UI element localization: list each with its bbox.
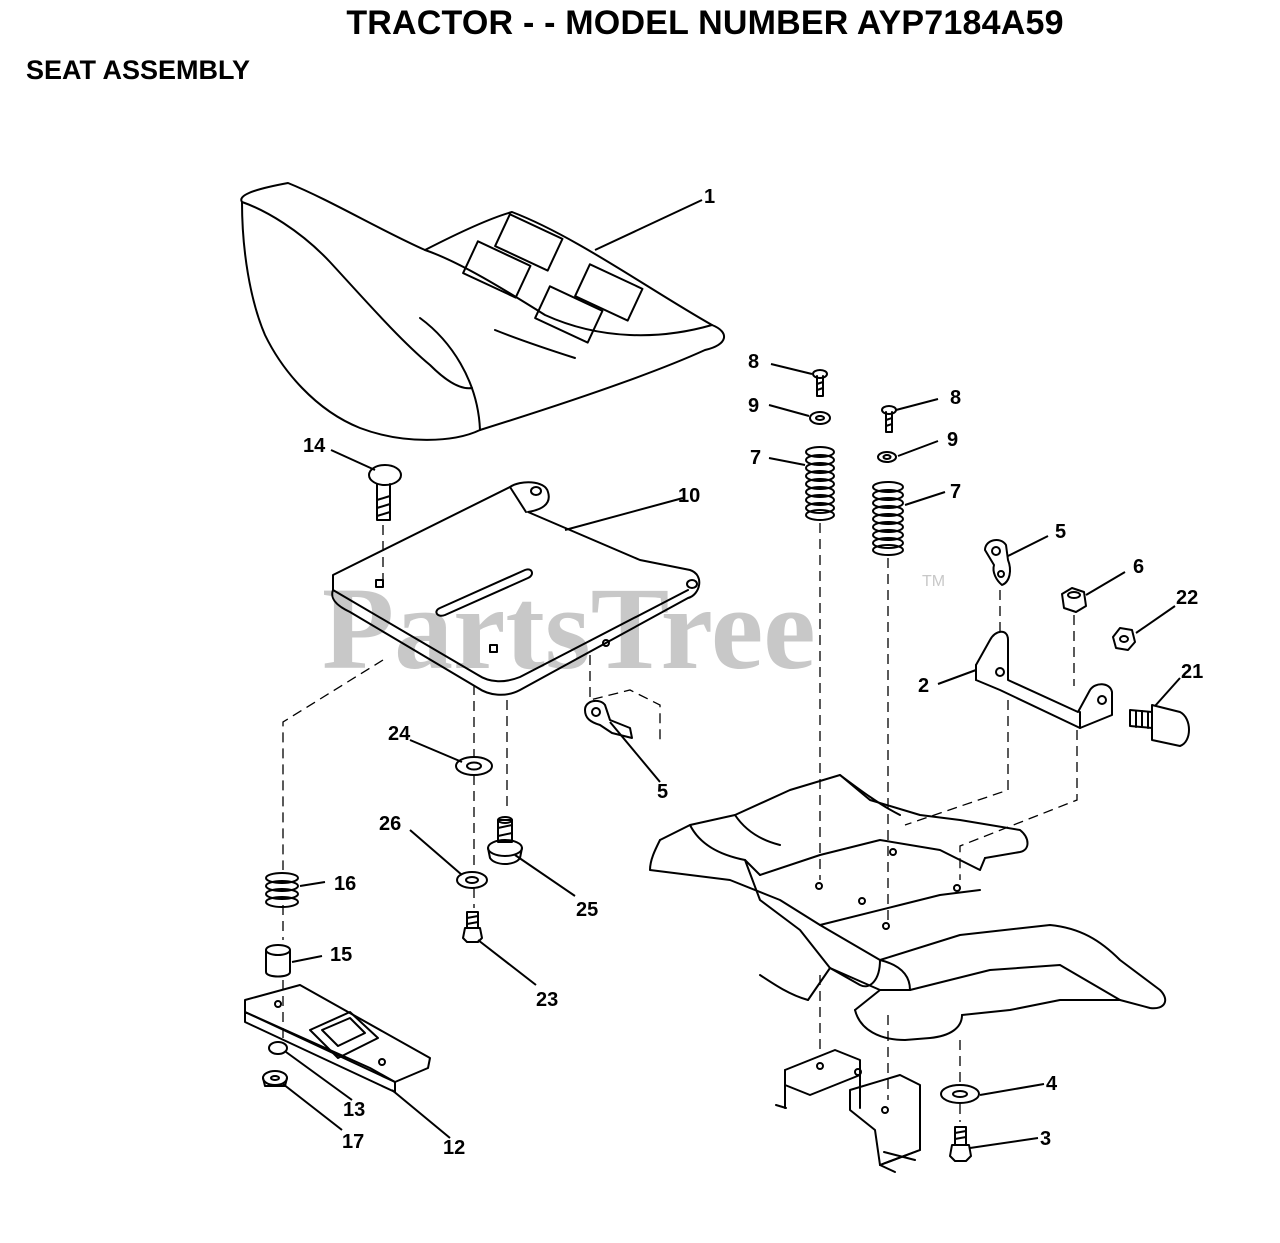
callout-24: 24: [388, 723, 411, 745]
seat-part: [240, 182, 725, 441]
callout-6: 6: [1133, 556, 1144, 578]
callout-5-left: 5: [657, 781, 668, 803]
hinge-clip-part-5-left: [584, 699, 633, 739]
hex-bolt-part-3: [949, 1126, 972, 1162]
hex-bolt-part-23: [462, 911, 483, 943]
bolt-part-8-left: [812, 369, 828, 397]
nut-part-22: [1112, 627, 1136, 651]
nut-part-6: [1061, 587, 1087, 613]
callout-5-right: 5: [1055, 521, 1066, 543]
callout-14: 14: [303, 435, 326, 457]
callout-13: 13: [343, 1099, 365, 1121]
callout-16: 16: [334, 873, 356, 895]
spacer-part-15: [265, 944, 291, 978]
callout-8-left: 8: [748, 351, 759, 373]
spring-part-7-left: [805, 446, 835, 521]
callout-1: 1: [704, 186, 715, 208]
callout-9-left: 9: [748, 395, 759, 417]
nut-part-13: [268, 1041, 288, 1055]
callout-15: 15: [330, 944, 352, 966]
callout-21: 21: [1181, 661, 1203, 683]
spring-part-7-right: [872, 481, 904, 556]
leader-lines: [282, 199, 1181, 1149]
shoulder-bolt-part-21: [1129, 704, 1190, 747]
watermark-trademark: TM: [922, 573, 945, 590]
callout-17: 17: [342, 1131, 364, 1153]
washer-part-26: [456, 871, 488, 889]
hinge-clip-part-5-right: [984, 538, 1011, 586]
diagram-title: TRACTOR - - MODEL NUMBER AYP7184A59: [346, 4, 1064, 42]
callout-22: 22: [1176, 587, 1198, 609]
washer-part-24: [455, 756, 493, 776]
washer-part-9-left: [809, 411, 831, 425]
washer-part-9-right: [877, 451, 897, 463]
bolt-part-8-right: [881, 405, 897, 433]
seat-bracket-part-2: [975, 630, 1113, 729]
carriage-bolt-part-14: [368, 464, 402, 521]
callout-12: 12: [443, 1137, 465, 1159]
callout-25: 25: [576, 899, 598, 921]
callout-2: 2: [918, 675, 929, 697]
flange-nut-part-17: [262, 1070, 288, 1087]
callout-4: 4: [1046, 1073, 1058, 1095]
section-title: SEAT ASSEMBLY: [26, 55, 251, 85]
tractor-frame: [649, 774, 1167, 1173]
watermark-text: PartsTree: [322, 563, 816, 694]
callout-10: 10: [678, 485, 700, 507]
seat-pan-part: [331, 481, 701, 696]
part-callouts: 1 10 14 8 9 7 8 9 7 5 6 22 2 21 24 5 26 …: [303, 186, 1203, 1159]
mounting-bracket-part-12: [244, 984, 431, 1093]
callout-7-right: 7: [950, 481, 961, 503]
washer-part-4: [940, 1084, 980, 1104]
alignment-lines: [282, 523, 1078, 1122]
spring-part-16: [265, 872, 299, 908]
callout-3: 3: [1040, 1128, 1051, 1150]
callout-7-left: 7: [750, 447, 761, 469]
shoulder-bolt-part-25: [487, 816, 523, 865]
callout-9-right: 9: [947, 429, 958, 451]
callout-8-right: 8: [950, 387, 961, 409]
callout-23: 23: [536, 989, 558, 1011]
callout-26: 26: [379, 813, 401, 835]
